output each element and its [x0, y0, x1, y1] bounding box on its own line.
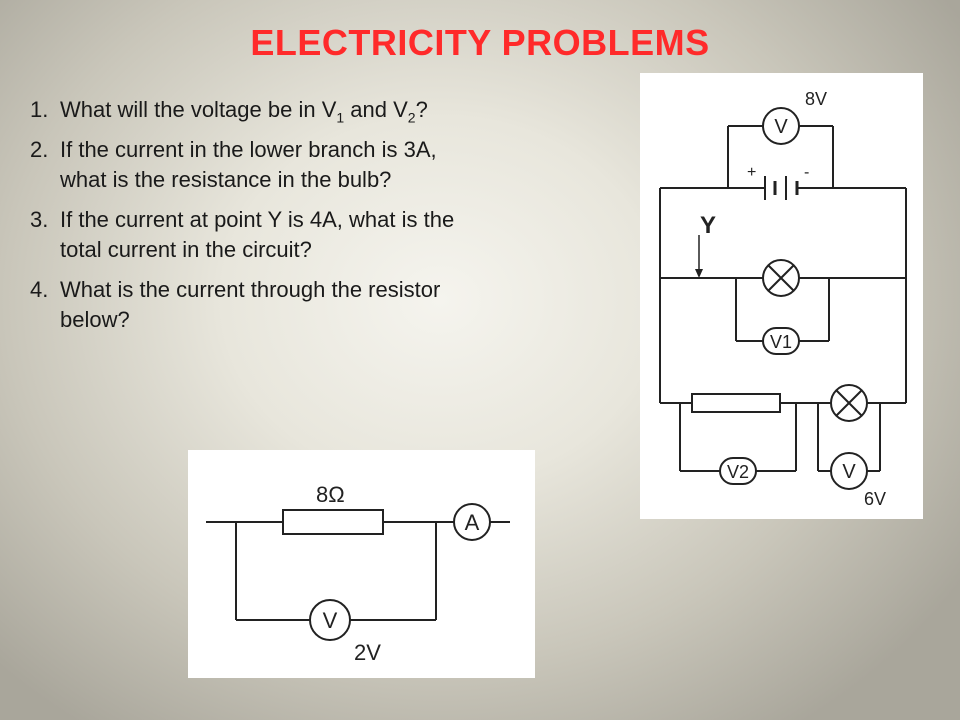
- v1-label: V1: [770, 332, 792, 352]
- bottom-voltmeter-symbol: V: [842, 461, 856, 483]
- voltmeter: [309, 599, 351, 641]
- question-number: 3.: [30, 207, 49, 232]
- small-circuit-panel: 8Ω A V 2V: [188, 450, 535, 678]
- main-circuit-panel: 8V V + - Y V1 V2 V 6V: [640, 73, 923, 519]
- subscript-2: 2: [407, 109, 416, 126]
- voltmeter-reading: 2V: [354, 640, 381, 665]
- main-circuit-diagram: 8V V + - Y V1 V2 V 6V: [659, 89, 907, 509]
- subscript-1: 1: [336, 109, 345, 126]
- question-text-line2: what is the resistance in the bulb?: [60, 167, 392, 192]
- battery-plus-label: +: [747, 164, 756, 181]
- question-text-line2: total current in the circuit?: [60, 237, 312, 262]
- question-text-line1: What is the current through the resistor: [60, 277, 441, 302]
- question-text: What will the voltage be in V1 and V2?: [60, 97, 428, 126]
- top-voltmeter-reading: 8V: [805, 89, 827, 109]
- bulb-cross: [767, 264, 795, 292]
- question-text-line1: If the current in the lower branch is 3A…: [60, 137, 437, 162]
- small-circuit-diagram: 8Ω A V 2V: [206, 482, 510, 665]
- bulb: [762, 259, 800, 297]
- voltmeter-symbol: V: [323, 608, 338, 633]
- question-2: 2. If the current in the lower branch is …: [30, 135, 610, 195]
- question-text-part: and V: [344, 97, 408, 122]
- question-list: 1. What will the voltage be in V1 and V2?…: [30, 95, 610, 345]
- resistor: [691, 393, 781, 413]
- v2-voltmeter: [719, 457, 757, 485]
- battery-minus-label: -: [804, 164, 809, 181]
- top-voltmeter-symbol: V: [774, 116, 788, 138]
- resistor-value: 8Ω: [316, 482, 345, 507]
- question-text-line2: below?: [60, 307, 130, 332]
- question-text-part: ?: [415, 97, 428, 122]
- question-4: 4. What is the current through the resist…: [30, 275, 610, 335]
- v1-voltmeter: [762, 327, 800, 355]
- top-voltmeter: [762, 107, 800, 145]
- ammeter-symbol: A: [465, 510, 480, 535]
- arrow-head: [695, 269, 703, 278]
- question-number: 4.: [30, 277, 49, 302]
- bulb-cross: [835, 389, 863, 417]
- bottom-voltmeter-reading: 6V: [864, 489, 886, 509]
- slide-title: ELECTRICITY PROBLEMS: [250, 22, 710, 63]
- question-number: 2.: [30, 137, 49, 162]
- v2-label: V2: [727, 462, 749, 482]
- question-number: 1.: [30, 97, 49, 122]
- question-3: 3. If the current at point Y is 4A, what …: [30, 205, 610, 265]
- resistor: [282, 509, 384, 535]
- bottom-voltmeter: [830, 452, 868, 490]
- question-text-line1: If the current at point Y is 4A, what is…: [60, 207, 455, 232]
- question-text-part: What will the voltage be in V: [60, 97, 337, 122]
- point-y-label: Y: [700, 212, 716, 239]
- question-1: 1. What will the voltage be in V1 and V2?: [30, 95, 610, 125]
